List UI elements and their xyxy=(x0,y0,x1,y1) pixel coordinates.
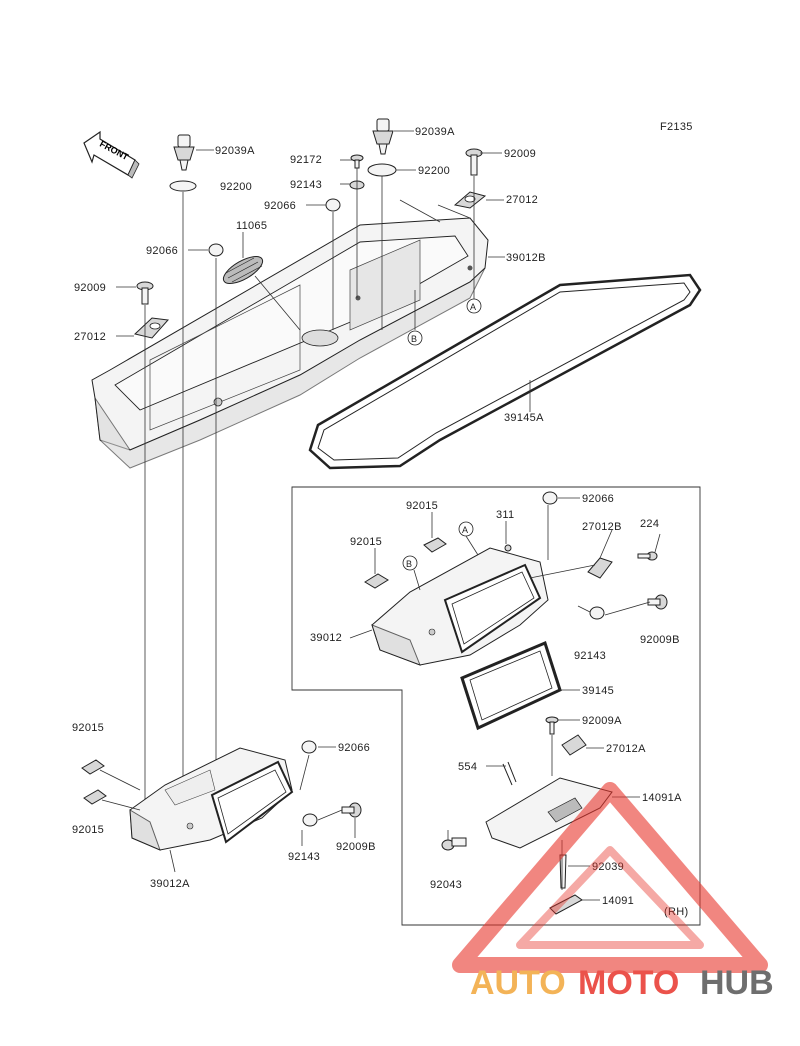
label-311: 311 xyxy=(496,509,514,521)
pin-554 xyxy=(502,761,517,786)
nut-27012-left xyxy=(133,317,170,339)
nut-92015-top xyxy=(423,537,447,553)
detail-frame-rh xyxy=(291,486,701,926)
label-11065: 11065 xyxy=(236,220,267,232)
watermark-auto: AUTO xyxy=(470,964,566,1002)
gasket-39145 xyxy=(460,640,562,731)
label-39012A: 39012A xyxy=(150,878,190,890)
gasket-39145A xyxy=(308,273,702,470)
bolt-92009-left xyxy=(136,281,154,305)
cap-92066-lower xyxy=(301,740,317,754)
leader-lines-detail xyxy=(349,497,661,901)
callout-a-detail: A xyxy=(458,521,479,556)
svg-text:B: B xyxy=(406,559,412,569)
label-224: 224 xyxy=(640,518,659,530)
upper-case-39012B xyxy=(91,217,489,469)
label-92039A-right: 92039A xyxy=(415,126,455,138)
callout-a-upper: A xyxy=(466,298,482,314)
rh-note: (RH) xyxy=(664,906,688,918)
nut-92015-lower-top xyxy=(81,759,105,775)
washer-92143-detail xyxy=(589,606,605,620)
nut-27012-right xyxy=(453,191,487,209)
pin-92039 xyxy=(559,854,567,889)
cap-92066-detail xyxy=(542,491,558,505)
label-92172: 92172 xyxy=(290,154,322,166)
washer-92143-lower xyxy=(302,813,318,827)
label-92009B-lower: 92009B xyxy=(336,841,376,853)
label-554: 554 xyxy=(458,761,477,773)
watermark-hub: HUB xyxy=(700,964,774,1002)
screw-224 xyxy=(637,551,658,561)
front-arrow-icon: FRONT xyxy=(83,130,140,179)
label-92143-top: 92143 xyxy=(290,179,322,191)
svg-text:A: A xyxy=(470,302,476,312)
svg-text:A: A xyxy=(462,525,468,535)
clip-311 xyxy=(504,544,512,552)
label-92066-lower: 92066 xyxy=(338,742,370,754)
grille-11065 xyxy=(222,256,264,284)
nut-27012A xyxy=(561,734,587,756)
label-14091: 14091 xyxy=(602,895,634,907)
label-92015-left: 92015 xyxy=(350,536,382,548)
cap-92066-left xyxy=(208,243,224,257)
label-27012-left: 27012 xyxy=(74,331,106,343)
label-39012B: 39012B xyxy=(506,252,546,264)
label-92200-left: 92200 xyxy=(220,181,252,193)
clip-92039A-right xyxy=(372,118,394,155)
nut-27012B xyxy=(587,557,613,579)
bolt-92009B-lower xyxy=(341,802,362,818)
label-92143-detail: 92143 xyxy=(574,650,606,662)
washer-92200-left xyxy=(169,180,197,192)
callout-b-upper: B xyxy=(407,330,423,346)
label-92015-top: 92015 xyxy=(406,500,438,512)
case-39012 xyxy=(371,547,549,666)
label-92066-left: 92066 xyxy=(146,245,178,257)
label-14091A: 14091A xyxy=(642,792,682,804)
washer-92200-right xyxy=(367,163,397,177)
label-39145: 39145 xyxy=(582,685,614,697)
label-92200-right: 92200 xyxy=(418,165,450,177)
leader-lines-upper xyxy=(116,130,531,800)
bolt-92009B-detail xyxy=(647,594,668,610)
label-39012: 39012 xyxy=(310,632,342,644)
label-39145A: 39145A xyxy=(504,412,544,424)
label-27012-right: 27012 xyxy=(506,194,538,206)
label-27012A: 27012A xyxy=(606,743,646,755)
label-92009-left: 92009 xyxy=(74,282,106,294)
label-92043: 92043 xyxy=(430,879,462,891)
callout-b-detail: B xyxy=(402,555,421,591)
label-92015-lower-top: 92015 xyxy=(72,722,104,734)
label-92066-detail: 92066 xyxy=(582,493,614,505)
bolt-92009A xyxy=(545,716,559,735)
bolt-92043 xyxy=(441,837,467,851)
svg-text:B: B xyxy=(411,334,417,344)
watermark-logo: AUTO MOTO HUB xyxy=(452,782,774,1002)
label-92009-right: 92009 xyxy=(504,148,536,160)
label-92039A-left: 92039A xyxy=(215,145,255,157)
label-27012B: 27012B xyxy=(582,521,622,533)
label-92066-mid: 92066 xyxy=(264,200,296,212)
nut-92015-left xyxy=(364,573,389,589)
label-92009B-detail: 92009B xyxy=(640,634,680,646)
clip-92039A-left xyxy=(173,134,195,171)
screw-92172 xyxy=(350,154,364,169)
bolt-92009-right xyxy=(465,148,483,176)
watermark-moto: MOTO xyxy=(578,964,679,1002)
leader-lines-lower xyxy=(99,746,356,873)
nut-92015-lower-bottom xyxy=(83,789,107,805)
cap-92066-mid xyxy=(325,198,341,212)
label-92039: 92039 xyxy=(592,861,624,873)
label-92009A: 92009A xyxy=(582,715,622,727)
case-39012A xyxy=(129,747,294,851)
label-92143-lower: 92143 xyxy=(288,851,320,863)
label-92015-lower-bottom: 92015 xyxy=(72,824,104,836)
figure-code: F2135 xyxy=(660,121,693,133)
